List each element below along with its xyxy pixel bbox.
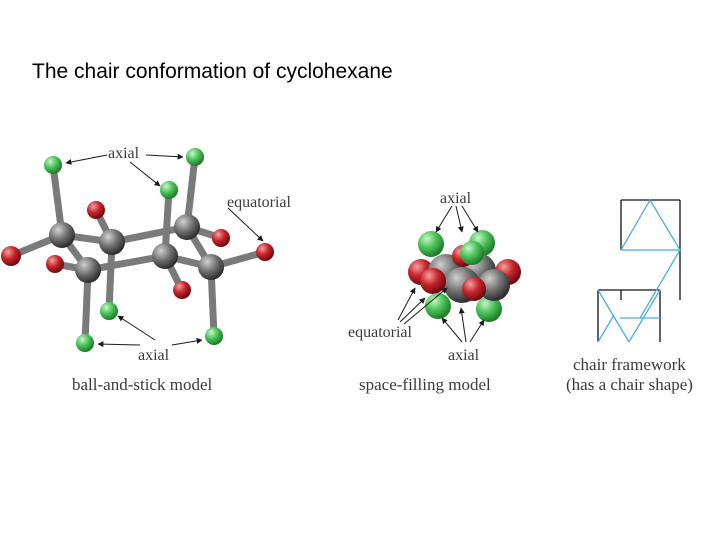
carbon-atoms [49, 214, 224, 283]
framework-caption-line2: (has a chair shape) [566, 375, 693, 394]
chair-framework: chair framework (has a chair shape) [566, 198, 693, 394]
annotation-arrows [65, 153, 264, 348]
axial-label-bottom: axial [138, 347, 170, 364]
axial-label-bottom: axial [448, 347, 480, 364]
framework-caption-line1: chair framework [573, 355, 686, 374]
framework-blue-lines [597, 198, 682, 343]
space-filling-caption: space-filling model [359, 375, 491, 394]
page-title: The chair conformation of cyclohexane [32, 60, 393, 83]
axial-hydrogen-atom [160, 181, 178, 199]
ball-and-stick-caption: ball-and-stick model [72, 375, 212, 394]
axial-hydrogen-atom [418, 231, 444, 257]
equatorial-hydrogens [1, 201, 274, 299]
equatorial-hydrogen-atom [1, 246, 21, 266]
carbon-atom [152, 243, 178, 269]
axial-label-top: axial [440, 190, 472, 207]
equatorial-hydrogen-atom [212, 229, 230, 247]
axial-hydrogens [44, 148, 223, 352]
axial-hydrogen-atom [425, 293, 451, 319]
space-filling-model: axial equatorial axial space-filling mod… [348, 190, 521, 394]
axial-label-top: axial [108, 145, 140, 162]
equatorial-hydrogen-atom [87, 201, 105, 219]
equatorial-label: equatorial [227, 194, 292, 211]
axial-hydrogen-atom [76, 334, 94, 352]
equatorial-label: equatorial [348, 324, 413, 341]
carbon-atom [49, 222, 75, 248]
equatorial-hydrogen-atom [256, 243, 274, 261]
carbon-atom [174, 214, 200, 240]
axial-hydrogen-atom [44, 156, 62, 174]
axial-hydrogen-atom [205, 327, 223, 345]
equatorial-hydrogen-atom [462, 277, 486, 301]
axial-hydrogen-atom [100, 302, 118, 320]
axial-hydrogen-atom [460, 241, 484, 265]
equatorial-hydrogen-atom [420, 268, 446, 294]
carbon-atom [75, 257, 101, 283]
carbon-atom [478, 269, 510, 301]
equatorial-hydrogen-atom [46, 255, 64, 273]
equatorial-hydrogen-atom [173, 281, 191, 299]
carbon-atom [99, 229, 125, 255]
carbon-atom [198, 254, 224, 280]
bonds [7, 153, 269, 347]
axial-hydrogen-atom [476, 296, 502, 322]
annotation-arrows [397, 205, 485, 343]
ball-and-stick-model: axial equatorial axial ball-and-stick mo… [1, 145, 292, 394]
axial-hydrogen-atom [186, 148, 204, 166]
